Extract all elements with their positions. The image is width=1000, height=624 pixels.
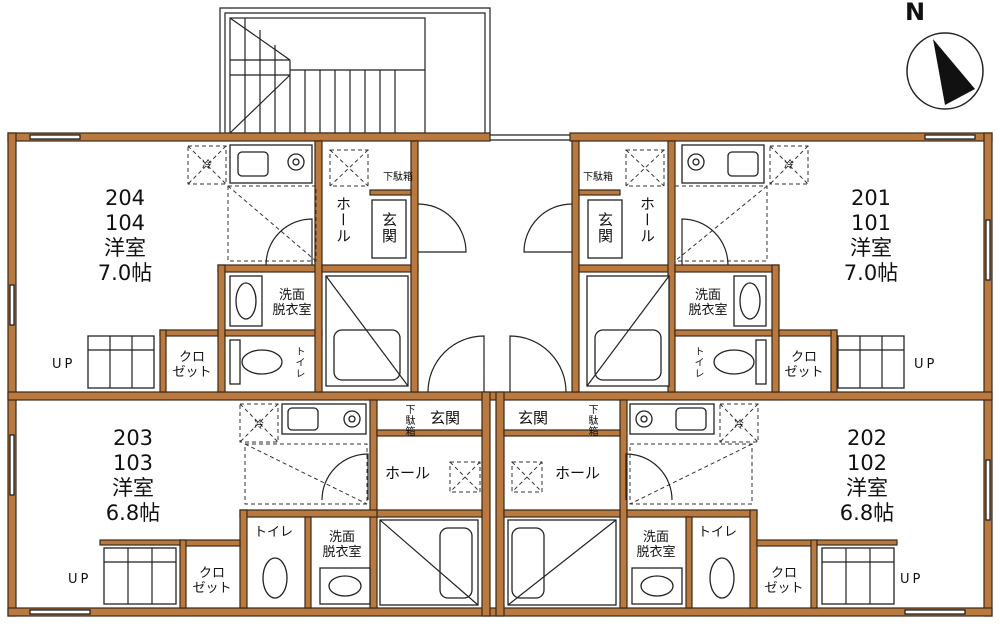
closet-label-upper-right: クロゼット — [784, 350, 824, 380]
unit-number-lower: 103 — [112, 451, 154, 475]
windows — [9, 134, 991, 615]
unit-stairs — [87, 335, 905, 605]
storage-boxes — [329, 149, 665, 493]
bathrooms — [325, 275, 670, 606]
hall-label-lower-left: ホール — [385, 464, 431, 482]
room-type: 洋室 — [850, 236, 892, 260]
fridge-label-lower-left: 冷 — [254, 420, 264, 431]
up-label-lower-left: UP — [68, 572, 92, 587]
stair-steps — [229, 17, 425, 134]
hall-label-upper-left: ホール — [334, 196, 352, 244]
entrance-label-upper-right: 玄関 — [596, 212, 614, 244]
toilet-label-lower-right: トイレ — [698, 525, 738, 540]
unit-number-lower: 101 — [850, 211, 892, 235]
unit-202-102: 202 102 洋室 6.8帖 — [822, 426, 912, 526]
fridge-label-lower-right: 冷 — [734, 420, 744, 431]
partitions-lower-right — [503, 399, 898, 609]
unit-number-lower: 102 — [846, 451, 888, 475]
north-letter: N — [905, 0, 926, 26]
outer-walls — [7, 132, 993, 617]
closet-label-upper-left: クロゼット — [172, 350, 212, 380]
fridge-label-upper-right: 冷 — [784, 160, 794, 171]
toilet-label-upper-right: トイレ — [692, 346, 703, 379]
entrance-label-lower-left: 玄関 — [430, 409, 461, 427]
washroom-label-upper-right: 洗面脱衣室 — [688, 288, 728, 318]
unit-number-upper: 204 — [104, 186, 146, 210]
shoe-box-label-lower-right: 下駄箱 — [586, 404, 597, 437]
partitions-upper-left — [159, 140, 419, 393]
hall-label-lower-right: ホール — [555, 464, 601, 482]
entrance-label-lower-right: 玄関 — [518, 409, 549, 427]
washroom-label-lower-right: 洗面脱衣室 — [636, 530, 676, 560]
unit-204-104: 204 104 洋室 7.0帖 — [80, 186, 170, 286]
toilet-label-lower-left: トイレ — [254, 525, 294, 540]
entrance-label-upper-left: 玄関 — [380, 212, 398, 244]
up-label-lower-right: UP — [900, 572, 924, 587]
up-label-upper-left: UP — [52, 357, 76, 372]
closet-label-lower-right: クロゼット — [764, 566, 804, 596]
doors — [265, 203, 729, 501]
unit-201-101: 201 101 洋室 7.0帖 — [826, 186, 916, 286]
up-label-upper-right: UP — [914, 357, 938, 372]
north-compass: N — [903, 0, 993, 119]
partitions-upper-right — [571, 140, 838, 393]
room-size: 6.8帖 — [105, 501, 161, 525]
compass-icon — [906, 32, 984, 110]
partitions-lower-left — [99, 399, 483, 609]
washroom-label-lower-left: 洗面脱衣室 — [322, 530, 362, 560]
unit-number-upper: 203 — [112, 426, 154, 450]
unit-203-103: 203 103 洋室 6.8帖 — [88, 426, 178, 526]
unit-number-upper: 202 — [846, 426, 888, 450]
shoe-box-label-lower-left: 下駄箱 — [403, 404, 414, 437]
shoe-box-label-upper-left: 下駄箱 — [383, 172, 413, 183]
unit-number-upper: 201 — [850, 186, 892, 210]
fridge-label-upper-left: 冷 — [202, 160, 212, 171]
shoe-box-label-upper-right: 下駄箱 — [583, 172, 613, 183]
room-type: 洋室 — [104, 236, 146, 260]
sinks-toilets — [229, 275, 767, 605]
room-type: 洋室 — [846, 476, 888, 500]
room-size: 7.0帖 — [843, 261, 899, 285]
washroom-label-upper-left: 洗面脱衣室 — [272, 288, 312, 318]
hall-label-upper-right: ホール — [638, 196, 656, 244]
unit-number-lower: 104 — [104, 211, 146, 235]
stair-well — [219, 7, 576, 141]
room-type: 洋室 — [112, 476, 154, 500]
closet-label-lower-left: クロゼット — [192, 566, 232, 596]
toilet-label-upper-left: トイレ — [293, 346, 304, 379]
room-size: 6.8帖 — [839, 501, 895, 525]
kitchens — [187, 144, 809, 505]
room-size: 7.0帖 — [97, 261, 153, 285]
